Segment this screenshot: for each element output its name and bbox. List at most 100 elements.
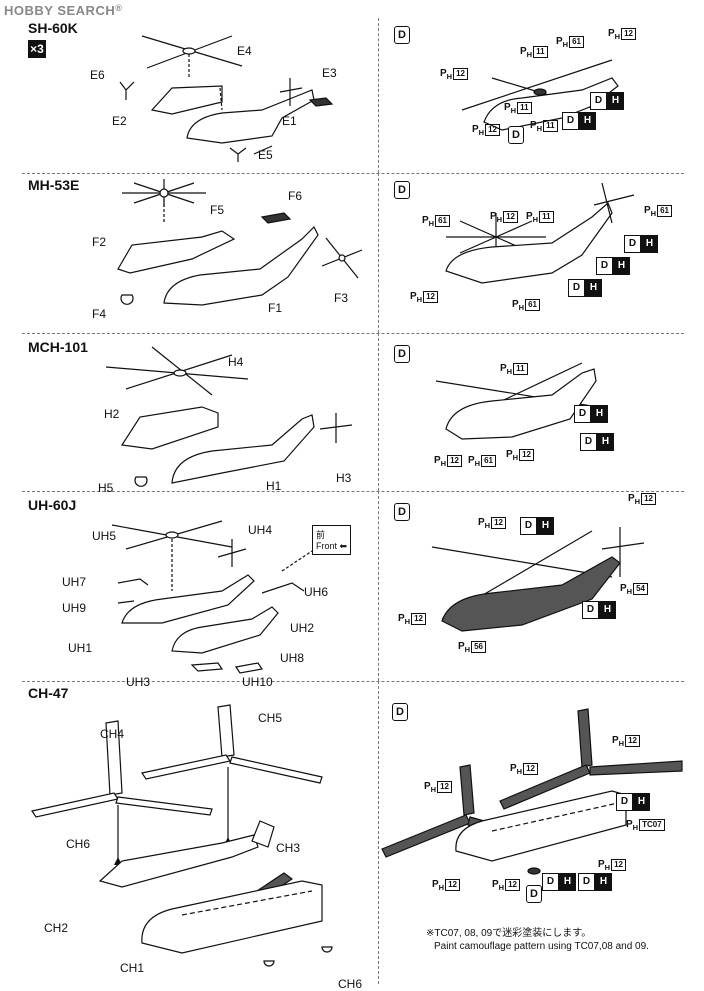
mh53e-painted-drawing bbox=[445, 182, 635, 284]
part-label-h3: H3 bbox=[336, 471, 352, 485]
decal-d-badge: D bbox=[392, 703, 408, 721]
part-label-e3: E3 bbox=[322, 66, 337, 80]
part-label-f3: F3 bbox=[334, 291, 349, 305]
part-label-uh4: UH4 bbox=[248, 523, 273, 537]
quantity-badge: ×3 bbox=[28, 40, 46, 58]
mch101-exploded-drawing bbox=[105, 346, 353, 487]
part-label-e4: E4 bbox=[237, 44, 252, 58]
part-label-ch3: CH3 bbox=[276, 841, 301, 855]
watermark: HOBBY SEARCH® bbox=[4, 3, 123, 18]
part-label-h2: H2 bbox=[104, 407, 120, 421]
camouflage-note-en: Paint camouflage pattern using TC07,08 a… bbox=[434, 941, 649, 952]
part-label-uh3: UH3 bbox=[126, 675, 151, 689]
part-label-h4: H4 bbox=[228, 355, 244, 369]
ch47-painted-drawing bbox=[381, 708, 683, 875]
part-label-uh8: UH8 bbox=[280, 651, 305, 665]
decal-d-badge: D bbox=[526, 885, 542, 903]
part-label-f6: F6 bbox=[288, 189, 303, 203]
part-label-ch5: CH5 bbox=[258, 711, 283, 725]
part-label-uh6: UH6 bbox=[304, 585, 329, 599]
part-label-f2: F2 bbox=[92, 235, 107, 249]
model-title: SH-60K bbox=[28, 20, 78, 36]
part-label-uh10: UH10 bbox=[242, 675, 273, 689]
part-label-ch2: CH2 bbox=[44, 921, 69, 935]
model-title: MCH-101 bbox=[28, 339, 88, 355]
part-label-uh7: UH7 bbox=[62, 575, 87, 589]
part-label-uh2: UH2 bbox=[290, 621, 315, 635]
camouflage-note-jp: ※TC07, 08, 09で迷彩塗装にします。 bbox=[426, 928, 592, 939]
section-sh60k: SH-60K ×3 E4 E6 E3 E2 E1 E5 D bbox=[22, 18, 684, 174]
model-title: UH-60J bbox=[28, 497, 77, 513]
sh60k-exploded-drawing bbox=[119, 35, 334, 162]
part-label-e1: E1 bbox=[282, 114, 297, 128]
mh53e-exploded-drawing bbox=[117, 179, 363, 306]
part-label-e6: E6 bbox=[90, 68, 105, 82]
part-label-ch1: CH1 bbox=[120, 961, 145, 975]
part-label-f1: F1 bbox=[268, 301, 283, 315]
part-label-ch4: CH4 bbox=[100, 727, 125, 741]
decal-d-badge: D bbox=[394, 26, 410, 44]
instruction-sheet: SH-60K ×3 E4 E6 E3 E2 E1 E5 D bbox=[22, 18, 684, 991]
decal-d-badge: D bbox=[394, 345, 410, 363]
mch101-painted-drawing bbox=[435, 362, 599, 440]
part-label-f4: F4 bbox=[92, 307, 107, 321]
model-title: CH-47 bbox=[28, 685, 69, 701]
part-label-uh9: UH9 bbox=[62, 601, 87, 615]
part-label-h1: H1 bbox=[266, 479, 282, 493]
ch47-exploded-drawing bbox=[31, 704, 333, 967]
sh60k-painted-drawing bbox=[461, 59, 619, 131]
part-label-e5: E5 bbox=[258, 148, 273, 162]
model-title: MH-53E bbox=[28, 177, 80, 193]
uh60j-painted-drawing bbox=[431, 527, 645, 632]
part-label-ch6-lower: CH6 bbox=[338, 977, 363, 991]
part-label-ch6: CH6 bbox=[66, 837, 91, 851]
section-ch47: CH-47 CH4 CH5 CH6 CH3 CH2 bbox=[22, 681, 684, 991]
decal-d-badge: D bbox=[508, 126, 524, 144]
part-label-e2: E2 bbox=[112, 114, 127, 128]
decal-d-badge: D bbox=[394, 503, 410, 521]
section-mh53e: MH-53E F5 F6 F2 F1 F3 F4 D bbox=[22, 173, 684, 334]
